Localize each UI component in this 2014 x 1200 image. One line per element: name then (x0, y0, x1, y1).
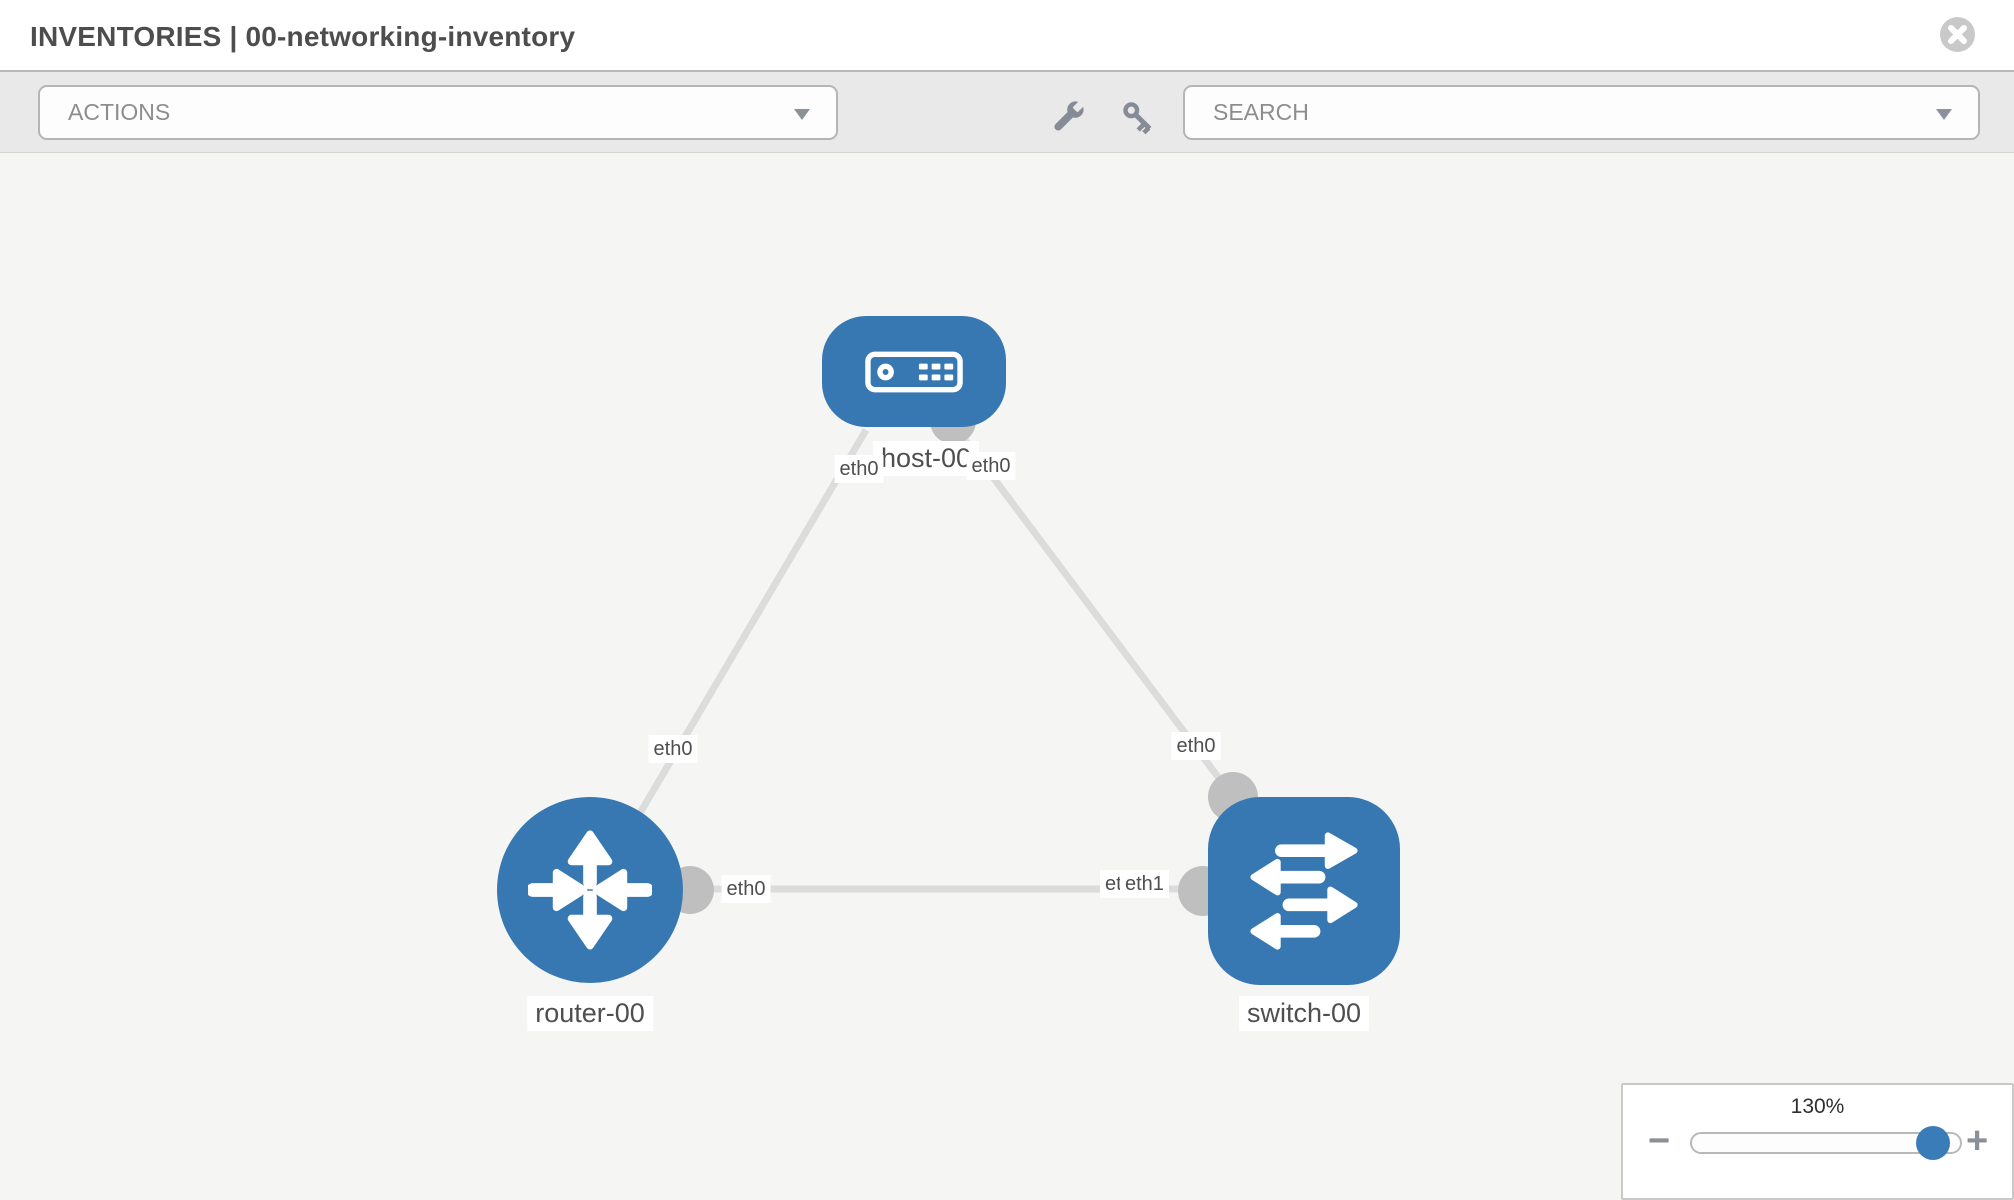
page-title: INVENTORIES | 00-networking-inventory (30, 21, 576, 52)
actions-dropdown-label: ACTIONS (68, 99, 171, 125)
wrench-icon (1054, 99, 1086, 131)
host-icon (865, 351, 963, 392)
node-host-00[interactable] (822, 316, 1006, 427)
node-label-host-00: host-00 (872, 441, 980, 476)
key-button[interactable] (1119, 99, 1157, 142)
iface-label-host-eth0-left: eth0 (834, 455, 884, 483)
actions-dropdown[interactable]: ACTIONS (38, 85, 838, 140)
close-icon (1940, 17, 1975, 52)
node-switch-00[interactable] (1208, 797, 1400, 985)
toolbar: ACTIONS SEARCH (0, 70, 2014, 153)
node-label-router-00: router-00 (527, 996, 653, 1031)
switch-icon (1250, 832, 1358, 950)
zoom-slider-thumb[interactable] (1916, 1126, 1950, 1160)
iface-label-switch-eth0-uplink: eth0 (1171, 732, 1221, 760)
zoom-slider-track[interactable] (1690, 1126, 1962, 1160)
chevron-down-icon (794, 109, 810, 120)
zoom-in-button[interactable]: + (1966, 1120, 1989, 1162)
iface-label-router-eth0-uplink: eth0 (648, 735, 698, 763)
search-dropdown-label: SEARCH (1213, 99, 1309, 125)
close-button[interactable] (1940, 17, 1975, 52)
zoom-control-panel: 130% − + (1621, 1083, 2014, 1200)
search-dropdown[interactable]: SEARCH (1183, 85, 1980, 140)
key-icon (1123, 102, 1152, 135)
header: INVENTORIES | 00-networking-inventory (0, 0, 2014, 70)
iface-label-host-eth0-right: eth0 (966, 452, 1016, 480)
iface-label-router-eth0-lan: eth0 (721, 875, 771, 903)
wrench-button[interactable] (1050, 99, 1088, 142)
node-router-00[interactable] (497, 797, 683, 983)
link-host-router[interactable] (626, 428, 870, 832)
topology-canvas[interactable]: host-00 router-00 switch-00 eth0 eth0 et… (0, 153, 2014, 1200)
chevron-down-icon (1936, 109, 1952, 120)
zoom-level: 130% (1790, 1095, 1845, 1118)
iface-label-switch-eth1: eth1 (1120, 870, 1169, 898)
links-layer (590, 417, 1304, 893)
router-icon (528, 830, 652, 950)
node-label-switch-00: switch-00 (1238, 996, 1370, 1031)
zoom-out-button[interactable]: − (1648, 1120, 1671, 1162)
